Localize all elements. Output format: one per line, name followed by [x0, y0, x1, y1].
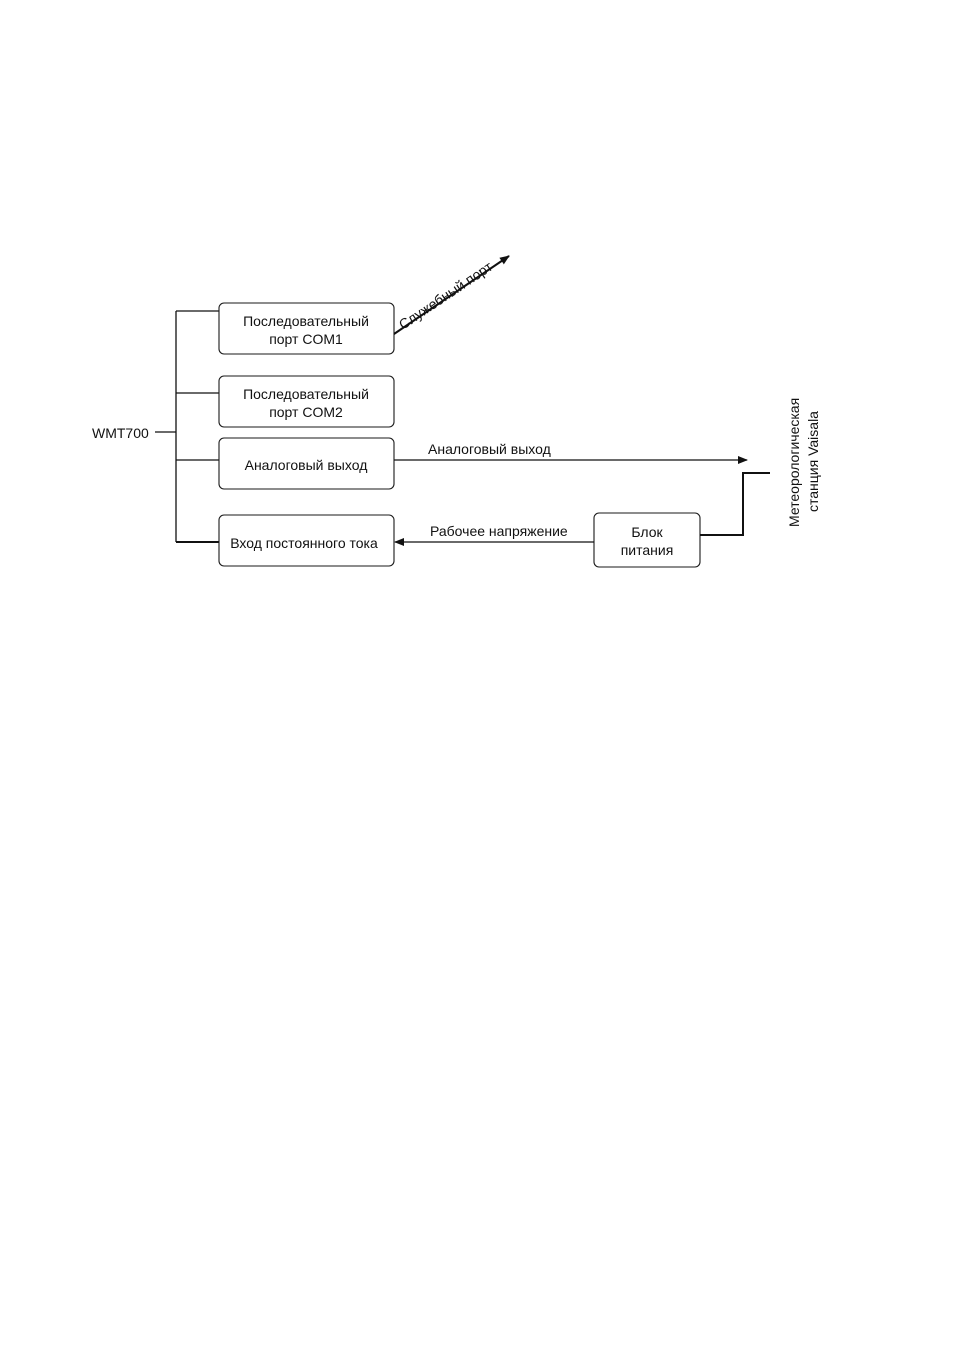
box-dc-label: Вход постоянного тока [230, 535, 378, 551]
box-com1-line2: порт COM1 [269, 331, 343, 347]
analog-output-label: Аналоговый выход [428, 441, 551, 457]
box-com2-line2: порт COM2 [269, 404, 343, 420]
box-dc-input: Вход постоянного тока [219, 515, 394, 566]
service-port-label: Служебный порт [396, 258, 496, 333]
box-analog-output: Аналоговый выход [219, 438, 394, 489]
box-com2-line1: Последовательный [243, 386, 369, 402]
box-psu-line2: питания [621, 542, 674, 558]
station-label-line2: станция Vaisala [805, 411, 821, 512]
psu-station-link [700, 473, 770, 535]
station-label-line1: Метеорологическая [786, 398, 802, 527]
box-psu-line1: Блок [631, 524, 663, 540]
box-com1-line1: Последовательный [243, 313, 369, 329]
box-serial-com1: Последовательный порт COM1 [219, 303, 394, 354]
operating-voltage-label: Рабочее напряжение [430, 523, 568, 539]
box-power-supply: Блок питания [594, 513, 700, 567]
box-serial-com2: Последовательный порт COM2 [219, 376, 394, 427]
box-analog-label: Аналоговый выход [245, 457, 368, 473]
wmt700-label: WMT700 [92, 425, 149, 441]
